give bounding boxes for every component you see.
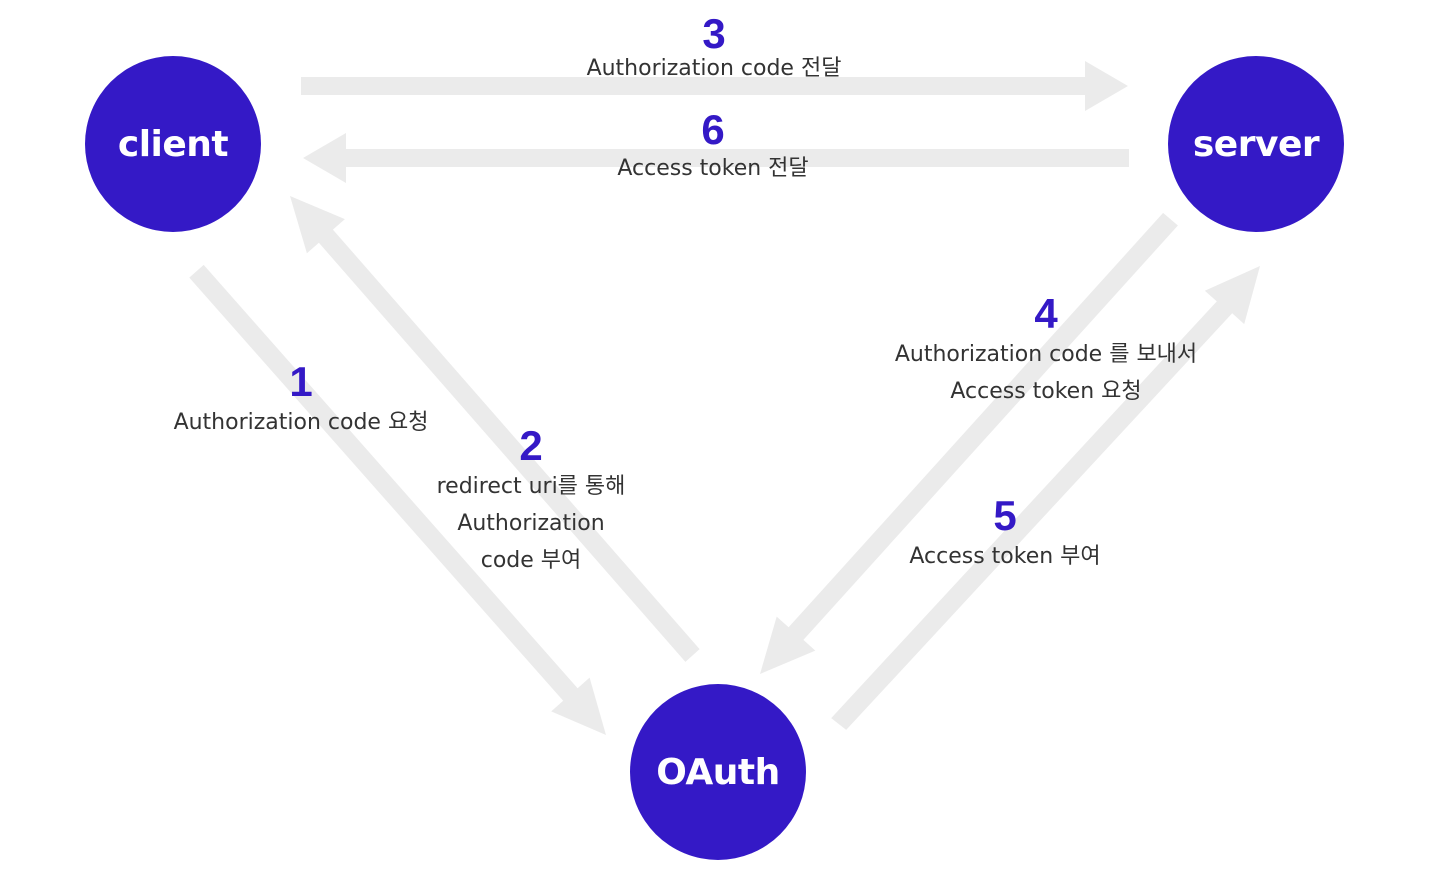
server-node: server <box>1168 56 1344 232</box>
step-number: 2 <box>519 422 543 469</box>
step-label-line: Access token 부여 <box>909 544 1101 569</box>
arrow-step-1 <box>189 264 607 735</box>
step-label-line: Access token 요청 <box>950 379 1142 404</box>
arrow-step-6 <box>303 133 1129 183</box>
server-node-label: server <box>1192 123 1320 165</box>
step-number: 5 <box>993 492 1017 539</box>
arrow-step-2 <box>290 196 700 662</box>
step-number: 1 <box>289 358 313 405</box>
oauth-node-label: OAuth <box>656 751 780 793</box>
step-label-line: Authorization code 전달 <box>586 56 842 81</box>
step-5: 5 Access token 부여 <box>909 494 1100 575</box>
step-2: 2 redirect uri를 통해 Authorization code 부여 <box>437 424 626 579</box>
step-4: 4 Authorization code 를 보내서 Access token … <box>895 292 1197 410</box>
step-label-line: Authorization <box>457 511 605 536</box>
client-node: client <box>85 56 261 232</box>
oauth-node: OAuth <box>630 684 806 860</box>
step-1: 1 Authorization code 요청 <box>174 360 429 441</box>
step-number: 3 <box>702 10 726 57</box>
step-label-line: redirect uri를 통해 <box>436 474 626 499</box>
step-number: 6 <box>701 106 725 153</box>
arrow-step-4 <box>760 212 1178 674</box>
arrow-step-3 <box>301 61 1128 111</box>
step-number: 4 <box>1034 290 1058 337</box>
step-label-line: Access token 전달 <box>617 156 809 181</box>
step-3: 3 Authorization code 전달 <box>587 12 842 82</box>
step-label-line: code 부여 <box>480 548 582 573</box>
step-6: 6 Access token 전달 <box>617 108 808 186</box>
client-node-label: client <box>117 123 229 165</box>
arrow-step-5 <box>831 266 1260 730</box>
step-label-line: Authorization code 요청 <box>173 410 429 435</box>
step-label-line: Authorization code 를 보내서 <box>894 342 1198 367</box>
